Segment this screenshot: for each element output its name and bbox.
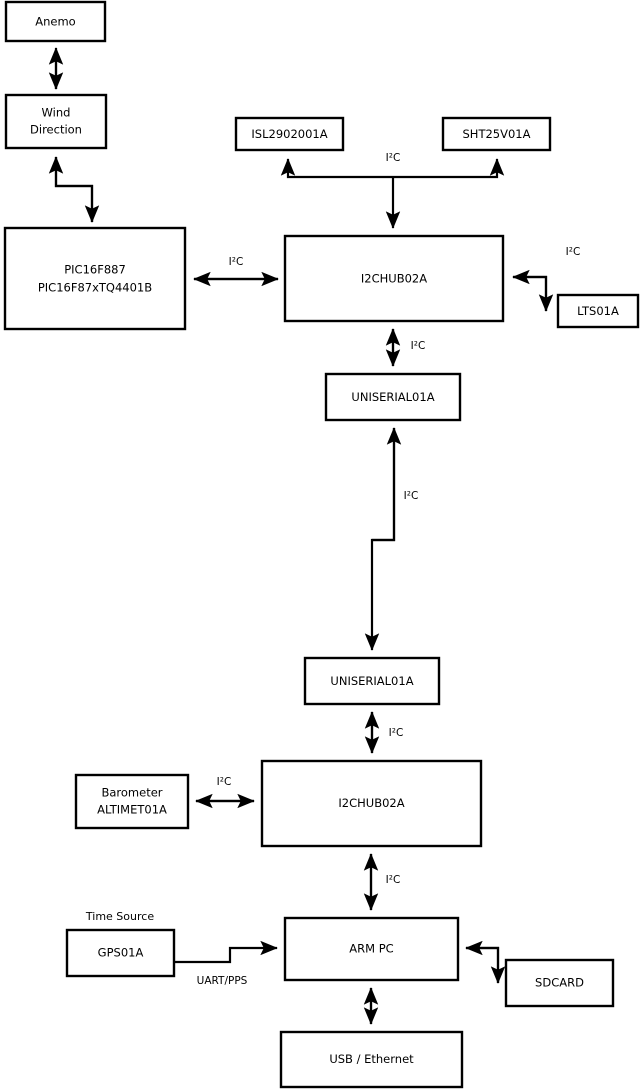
node-wind-direction[interactable]: Wind Direction (4, 93, 108, 150)
edge-gps-armpc: UART/PPS (174, 940, 278, 987)
label-time-source: Time Source (85, 910, 154, 923)
edge-label-pic-hub1: I²C (229, 256, 244, 268)
node-usb-ethernet[interactable]: USB / Ethernet (279, 1030, 464, 1089)
edge-pic-wind (48, 156, 100, 223)
node-label-sdcard: SDCARD (535, 976, 584, 990)
edge-label-hub1-bus-top: I²C (386, 152, 401, 164)
node-label-usb-ethernet: USB / Ethernet (329, 1052, 414, 1066)
node-i2chub02a-top[interactable]: I2CHUB02A (283, 234, 505, 323)
edge-label-hub1-uniserial1: I²C (411, 340, 426, 352)
edge-label-hub2-armpc: I²C (386, 874, 401, 886)
node-label-anemo: Anemo (35, 15, 75, 29)
edge-armpc-sdcard (465, 940, 506, 984)
node-label-wind-direction-line1: Wind (42, 106, 71, 120)
edge-pic-hub1: I²C (193, 256, 279, 287)
node-sht25v01a[interactable]: SHT25V01A (441, 116, 552, 152)
node-label-lts01a: LTS01A (577, 304, 619, 318)
free-label-layer: Time Source (85, 910, 154, 923)
edge-label-uniserial2-hub2: I²C (389, 727, 404, 739)
node-gps01a[interactable]: GPS01A (65, 928, 176, 978)
node-layer: Anemo Wind Direction PIC16F887 PIC16F87x… (3, 0, 640, 1089)
node-label-i2chub02a-bottom: I2CHUB02A (338, 796, 404, 810)
node-label-sht25v01a: SHT25V01A (463, 127, 531, 141)
node-lts01a[interactable]: LTS01A (556, 293, 640, 329)
node-label-barometer-line1: Barometer (101, 786, 162, 800)
node-label-pic-line2: PIC16F87xTQ4401B (38, 281, 152, 295)
node-uniserial01a-top[interactable]: UNISERIAL01A (324, 372, 462, 422)
node-sdcard[interactable]: SDCARD (504, 958, 615, 1008)
node-i2chub02a-bottom[interactable]: I2CHUB02A (260, 759, 483, 848)
edge-label-barometer-hub2: I²C (217, 776, 232, 788)
edge-hub1-bus-top: I²C (280, 152, 505, 229)
node-uniserial01a-bottom[interactable]: UNISERIAL01A (303, 656, 441, 706)
edge-uniserial1-uniserial2: I²C (364, 427, 419, 651)
node-label-arm-pc: ARM PC (349, 942, 393, 956)
edge-label-gps-armpc: UART/PPS (197, 975, 248, 987)
node-isl2902001a[interactable]: ISL2902001A (234, 116, 345, 152)
edge-label-hub1-lts: I²C (566, 246, 581, 258)
edge-label-uniserial1-uniserial2: I²C (404, 490, 419, 502)
node-anemo[interactable]: Anemo (4, 0, 107, 43)
node-label-i2chub02a-top: I2CHUB02A (361, 272, 427, 286)
node-label-uniserial01a-bottom: UNISERIAL01A (330, 674, 413, 688)
node-arm-pc[interactable]: ARM PC (283, 916, 460, 982)
node-barometer[interactable]: Barometer ALTIMET01A (74, 773, 190, 830)
node-label-gps01a: GPS01A (98, 946, 144, 960)
edge-hub1-lts: I²C (512, 246, 581, 312)
node-label-barometer-line2: ALTIMET01A (97, 803, 167, 817)
node-label-pic-line1: PIC16F887 (64, 263, 126, 277)
node-label-wind-direction-line2: Direction (30, 123, 82, 137)
edge-layer: I²C I²C I²C I²C (48, 47, 581, 1025)
edge-barometer-hub2: I²C (195, 776, 255, 809)
edge-hub2-armpc: I²C (363, 853, 401, 911)
node-pic-microcontroller[interactable]: PIC16F887 PIC16F87xTQ4401B (3, 226, 187, 331)
node-label-isl2902001a: ISL2902001A (251, 127, 327, 141)
edge-hub1-uniserial1: I²C (385, 328, 426, 367)
edge-uniserial2-hub2: I²C (364, 711, 404, 754)
node-label-uniserial01a-top: UNISERIAL01A (351, 390, 434, 404)
